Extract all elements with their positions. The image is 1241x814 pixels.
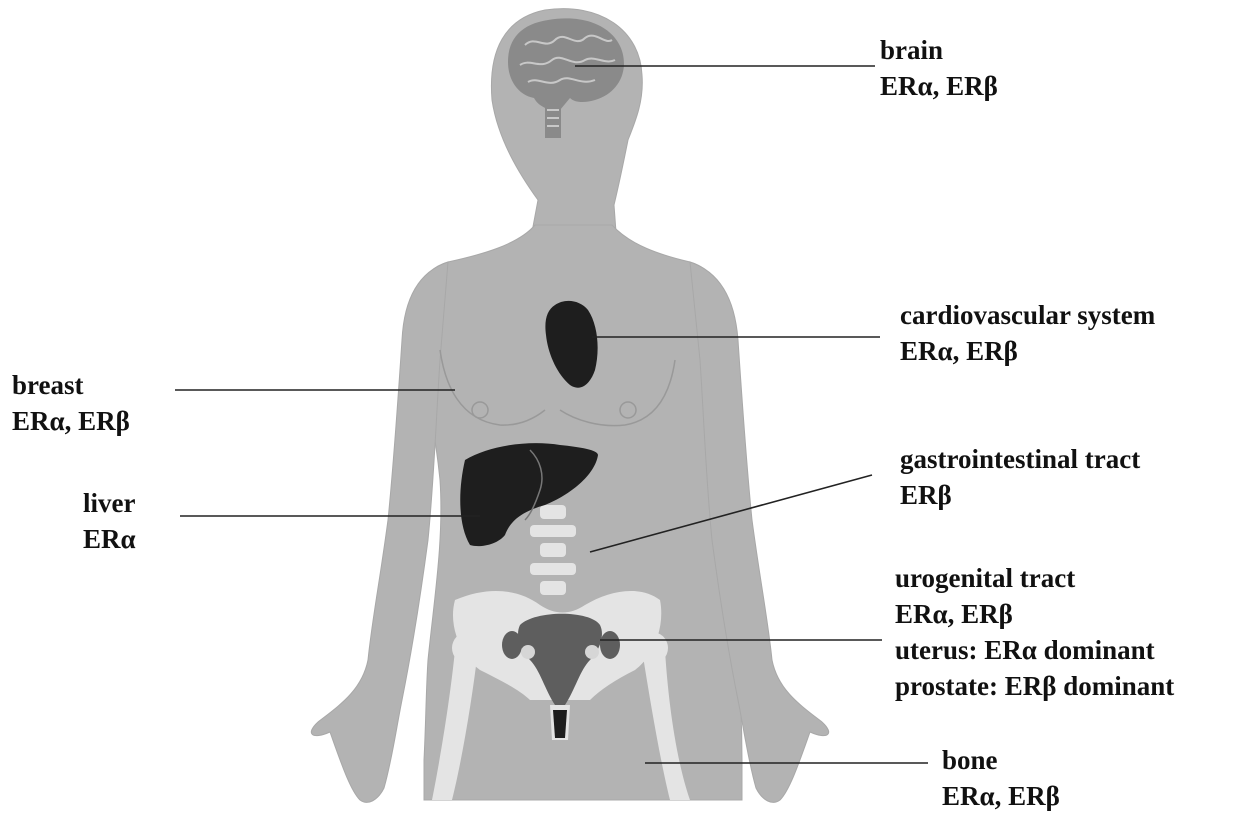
gastrointestinal-receptors: ERβ [900,477,1140,513]
gastrointestinal-label: gastrointestinal tract ERβ [900,441,1140,513]
bone-label: bone ERα, ERβ [942,742,1060,814]
urogenital-label: urogenital tract ERα, ERβ uterus: ERα do… [895,560,1174,704]
cardiovascular-name: cardiovascular system [900,297,1155,333]
liver-label: liver ERα [83,485,136,557]
prostate-dominance: prostate: ERβ dominant [895,668,1174,704]
liver-receptors: ERα [83,521,136,557]
bone-receptors: ERα, ERβ [942,778,1060,814]
urogenital-name: urogenital tract [895,560,1174,596]
breast-name: breast [12,367,130,403]
brain-receptors: ERα, ERβ [880,68,998,104]
brain-label: brain ERα, ERβ [880,32,998,104]
breast-label: breast ERα, ERβ [12,367,130,439]
cardiovascular-receptors: ERα, ERβ [900,333,1155,369]
breast-receptors: ERα, ERβ [12,403,130,439]
cardiovascular-label: cardiovascular system ERα, ERβ [900,297,1155,369]
liver-name: liver [83,485,136,521]
uterus-dominance: uterus: ERα dominant [895,632,1174,668]
bone-name: bone [942,742,1060,778]
urogenital-receptors: ERα, ERβ [895,596,1174,632]
gastrointestinal-name: gastrointestinal tract [900,441,1140,477]
brain-name: brain [880,32,998,68]
